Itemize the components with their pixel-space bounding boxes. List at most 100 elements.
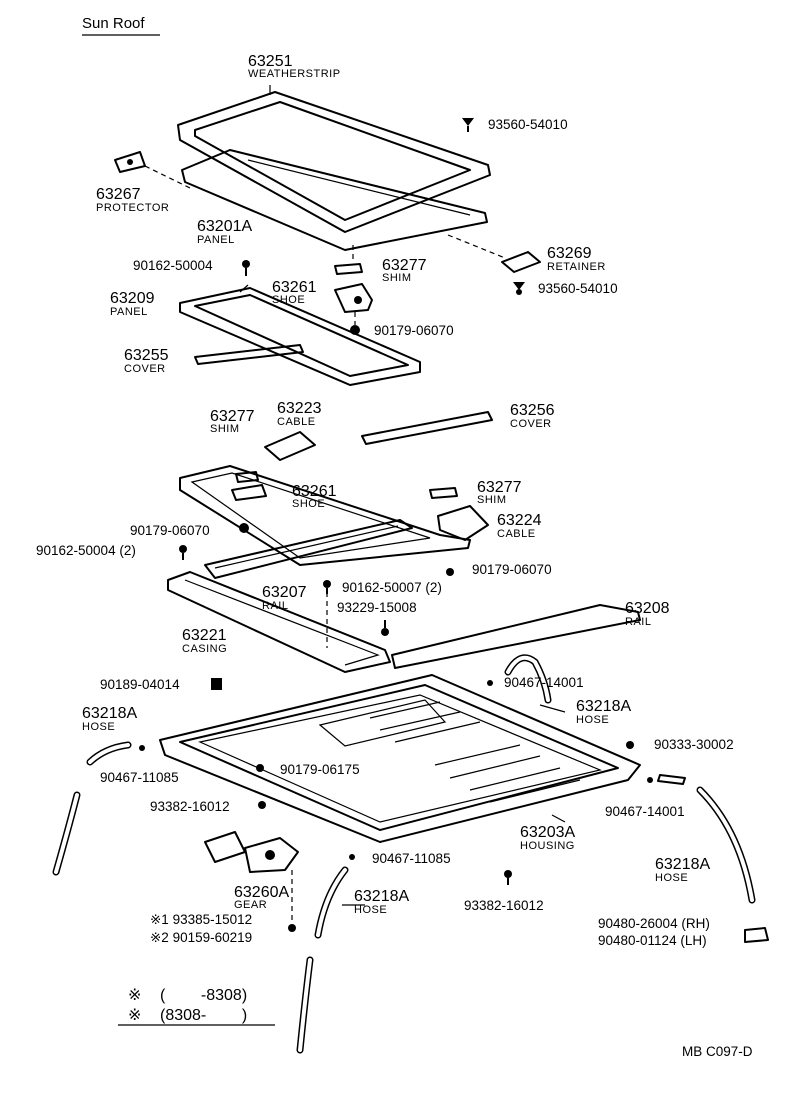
label-90179-right: 90179-06070: [472, 562, 552, 577]
label-63269-number: 63269: [547, 245, 592, 262]
retainer-drawing: [501, 251, 541, 273]
label-90467-14001-top: 90467-14001: [504, 675, 584, 690]
label-93229: 93229-15008: [337, 600, 417, 615]
label-63223-name: CABLE: [277, 416, 316, 428]
label-63251-number: 63251: [248, 53, 293, 70]
screw-90162-50007-icon: [323, 580, 331, 594]
label-63277b-name: SHIM: [210, 423, 240, 435]
bolt-gear-icon: [288, 924, 296, 932]
label-93385: ※1 93385-15012: [150, 912, 252, 927]
label-63203A-name: HOUSING: [520, 840, 575, 852]
label-63218b-name: HOSE: [576, 714, 609, 726]
label-63218a-number: 63218A: [82, 705, 137, 722]
legend-range-1: ( -8308): [160, 987, 247, 1004]
nut-90179-06175-icon: [256, 764, 264, 772]
label-90179-mid: 90179-06070: [130, 523, 210, 538]
label-90467-14001-right: 90467-14001: [605, 804, 685, 819]
clip-90467-14001-right-icon: [647, 777, 653, 783]
cover-63255-drawing: [194, 344, 304, 365]
grommet-90333-icon: [626, 741, 634, 749]
label-63218b-number: 63218A: [576, 698, 631, 715]
legend-mark-2: ※: [128, 1007, 141, 1024]
label-63203A-number: 63203A: [520, 824, 575, 841]
shim-lower-left-drawing: [235, 471, 259, 483]
label-63218d-name: HOSE: [354, 904, 387, 916]
cable-assembly-drawing: [179, 465, 471, 566]
label-63261b-number: 63261: [292, 483, 337, 500]
screw-90162-mid-icon: [179, 545, 187, 560]
hose-left-upper-drawing: [86, 741, 132, 766]
shoe-lower-drawing: [231, 484, 267, 501]
label-63256-name: COVER: [510, 418, 552, 430]
legend-mark-1: ※: [128, 987, 141, 1004]
label-90467-11085-left: 90467-11085: [100, 770, 179, 785]
shim-upper-drawing: [334, 263, 363, 275]
shoe-upper-drawing: [334, 283, 373, 313]
nut-90179-mid-icon: [239, 523, 249, 533]
hose-right-drawing: [696, 786, 756, 904]
screw-93560-lower-icon: [513, 282, 525, 295]
label-63277c-number: 63277: [477, 479, 522, 496]
hose-top-drawing: [504, 654, 552, 704]
retainer-guide-line: [447, 234, 506, 259]
bolt-93382-right-icon: [504, 870, 512, 885]
clip-90189-icon: [211, 678, 222, 690]
screw-93560-top-icon: [462, 118, 474, 132]
diagram-code: MB C097-D: [682, 1044, 753, 1059]
bolt-93382-left-icon: [258, 801, 266, 809]
label-90467-11085-bottom: 90467-11085: [372, 851, 451, 866]
label-93560-top: 93560-54010: [488, 117, 568, 132]
label-63224-number: 63224: [497, 512, 542, 529]
hose-bottom-drawing: [314, 866, 349, 939]
label-63261b-name: SHOE: [292, 498, 325, 510]
label-63255-name: COVER: [124, 363, 166, 375]
label-93560-lower: 93560-54010: [538, 281, 618, 296]
label-90189: 90189-04014: [100, 677, 180, 692]
label-63221-number: 63221: [182, 627, 227, 644]
label-90179-upper: 90179-06070: [374, 323, 454, 338]
housing-drawing: [159, 674, 641, 843]
label-93382-right: 93382-16012: [464, 898, 544, 913]
label-63218a-name: HOSE: [82, 721, 115, 733]
label-90480-lh: 90480-01124 (LH): [598, 933, 707, 948]
label-63277b-number: 63277: [210, 408, 255, 425]
label-63277c-name: SHIM: [477, 494, 507, 506]
casing-drawing: [167, 571, 391, 673]
glass-panel-drawing: [181, 149, 488, 251]
label-63207-name: RAIL: [262, 600, 288, 612]
cable-63223-bracket-drawing: [264, 431, 316, 461]
label-63277a-name: SHIM: [382, 272, 412, 284]
label-63261a-name: SHOE: [272, 294, 305, 306]
hose-left-lower-drawing: [52, 791, 81, 876]
label-63261a-number: 63261: [272, 279, 317, 296]
clip-90467-11085-bottom-icon: [349, 854, 355, 860]
label-90162-50007: 90162-50007 (2): [342, 580, 442, 595]
weatherstrip-drawing: [177, 85, 491, 233]
label-63260A-number: 63260A: [234, 884, 289, 901]
cable-63224-bracket-drawing: [437, 505, 489, 541]
rail-63208-drawing: [391, 604, 641, 669]
screw-90162-upper-icon: [242, 260, 250, 276]
label-63256-number: 63256: [510, 402, 555, 419]
leader-hose-top: [539, 704, 566, 713]
rail-63207-drawing: [204, 519, 413, 579]
label-63255-number: 63255: [124, 347, 169, 364]
label-63267-number: 63267: [96, 186, 141, 203]
label-90333: 90333-30002: [654, 737, 734, 752]
label-63208-number: 63208: [625, 600, 670, 617]
legend-range-2: (8308- ): [160, 1007, 247, 1024]
label-63209-number: 63209: [110, 290, 155, 307]
label-93382-left: 93382-16012: [150, 799, 230, 814]
shim-lower-right-drawing: [429, 487, 458, 499]
protector-drawing: [114, 151, 146, 173]
gear-motor-drawing: [204, 831, 299, 873]
label-63208-name: RAIL: [625, 616, 651, 628]
label-63260A-name: GEAR: [234, 899, 267, 911]
label-63277a-number: 63277: [382, 257, 427, 274]
label-90480-rh: 90480-26004 (RH): [598, 916, 710, 931]
grommet-90480-icon: [744, 927, 769, 943]
cover-63256-drawing: [361, 411, 493, 445]
label-90162-upper: 90162-50004: [133, 258, 213, 273]
label-90159: ※2 90159-60219: [150, 930, 252, 945]
